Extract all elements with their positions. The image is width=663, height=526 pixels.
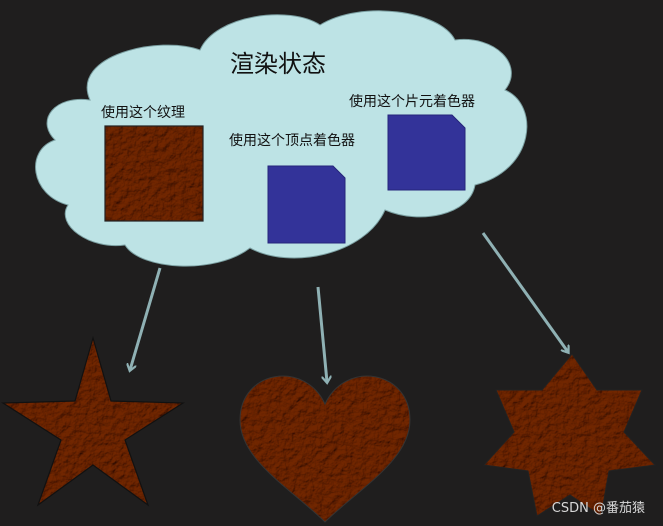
texture-label: 使用这个纹理 [101, 105, 185, 121]
vertex-shader-label: 使用这个顶点着色器 [229, 133, 355, 149]
heart-shape [239, 375, 411, 523]
vertex-shader-icon [267, 165, 346, 244]
seven-point-star-shape [482, 353, 657, 517]
diagram-title: 渲染状态 [230, 50, 326, 78]
fragment-shader-label: 使用这个片元着色器 [349, 94, 475, 110]
star-shape [1, 335, 185, 507]
fragment-shader-icon [387, 114, 466, 191]
texture-swatch [104, 125, 204, 222]
arrow-to-star [130, 267, 162, 370]
watermark: CSDN @番茄猿 [551, 501, 645, 516]
arrow-to-seven-star [481, 232, 568, 352]
arrow-to-heart [316, 286, 327, 382]
